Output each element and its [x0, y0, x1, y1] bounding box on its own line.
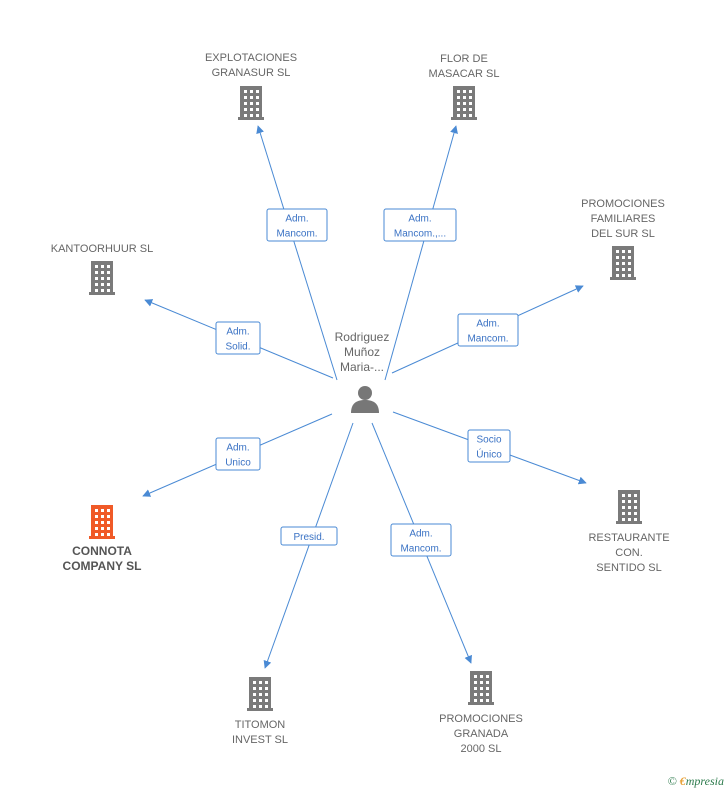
role-text: Mancom.: [467, 334, 508, 345]
role-text: Adm.: [226, 327, 249, 338]
brand-e-logo: €: [679, 774, 686, 788]
building-icon: [468, 671, 494, 705]
role-text: Adm.: [476, 319, 499, 330]
company-node-promociones-granada[interactable]: PROMOCIONES GRANADA 2000 SL: [439, 671, 523, 755]
role-badge-kantoorhuur[interactable]: Adm. Solid.: [215, 321, 261, 355]
company-name-line: FAMILIARES: [591, 213, 656, 225]
role-text: Solid.: [225, 342, 250, 353]
role-text: Adm.: [226, 443, 249, 454]
role-badge-box: [280, 526, 338, 546]
company-node-restaurante[interactable]: RESTAURANTE CON. SENTIDO SL: [588, 490, 670, 574]
role-badge-box: [383, 208, 457, 242]
company-name-line: CONNOTA: [72, 544, 132, 558]
building-icon: [616, 490, 642, 524]
center-name-line-3: Maria-...: [340, 360, 384, 374]
edge-explotaciones: [256, 125, 338, 381]
role-text: Adm.: [285, 214, 308, 225]
role-badge-promociones-granada[interactable]: Adm. Mancom.: [390, 523, 452, 557]
company-node-promociones-familiares[interactable]: PROMOCIONES FAMILIARES DEL SUR SL: [581, 198, 665, 280]
role-badge-promociones-familiares[interactable]: Adm. Mancom.: [457, 313, 519, 347]
company-name-line: DEL SUR SL: [591, 228, 655, 240]
nodes-layer: EXPLOTACIONES GRANASUR SL FLOR DE MASACAR S…: [51, 52, 670, 755]
company-name-line: GRANADA: [454, 728, 509, 740]
company-name-line: EXPLOTACIONES: [205, 52, 297, 64]
role-badge-flor[interactable]: Adm. Mancom.,...: [383, 208, 457, 242]
building-icon: [247, 677, 273, 711]
company-node-flor[interactable]: FLOR DE MASACAR SL: [429, 53, 500, 120]
role-text: Mancom.,...: [394, 229, 446, 240]
company-name-line: RESTAURANTE: [588, 532, 669, 544]
company-name-line: COMPANY SL: [63, 559, 142, 573]
role-text: Mancom.: [276, 229, 317, 240]
company-name-line: PROMOCIONES: [581, 198, 665, 210]
building-icon: [238, 86, 264, 120]
center-node[interactable]: Rodriguez Muñoz Maria-...: [335, 330, 390, 413]
role-badge-box: [457, 313, 519, 347]
role-badge-explotaciones[interactable]: Adm. Mancom.: [266, 208, 328, 242]
role-text: Socio: [476, 435, 501, 446]
building-icon: [610, 246, 636, 280]
role-text: Único: [476, 448, 502, 461]
role-badge-box: [390, 523, 452, 557]
company-name-line: 2000 SL: [461, 743, 502, 755]
company-name-line: TITOMON: [235, 719, 286, 731]
company-name-line: KANTOORHUUR SL: [51, 243, 153, 255]
role-badge-connota[interactable]: Adm. Unico: [215, 437, 261, 471]
role-text: Adm.: [408, 214, 431, 225]
role-badge-box: [266, 208, 328, 242]
role-badge-titomon[interactable]: Presid.: [280, 526, 338, 546]
edges-layer: Adm.Mancom.Adm.Mancom.,...Adm.Mancom.Adm…: [142, 125, 587, 669]
person-icon: [351, 386, 379, 413]
center-name-line-2: Muñoz: [344, 345, 380, 359]
role-text: Unico: [225, 458, 251, 469]
role-badge-box: [215, 321, 261, 355]
company-name-line: MASACAR SL: [429, 68, 500, 80]
role-badge-box: [215, 437, 261, 471]
building-icon: [89, 505, 115, 539]
company-node-titomon[interactable]: TITOMON INVEST SL: [232, 677, 288, 746]
company-name-line: SENTIDO SL: [596, 562, 661, 574]
role-text: Adm.: [409, 529, 432, 540]
empresia-brand[interactable]: © €mpresia: [668, 774, 724, 789]
company-name-line: CON.: [615, 547, 643, 559]
center-name-line-1: Rodriguez: [335, 330, 390, 344]
company-node-kantoorhuur[interactable]: KANTOORHUUR SL: [51, 243, 153, 295]
company-name-line: INVEST SL: [232, 734, 288, 746]
role-text: Presid.: [293, 532, 324, 543]
edge-flor: [384, 125, 458, 381]
building-icon: [451, 86, 477, 120]
company-name-line: FLOR DE: [440, 53, 488, 65]
role-text: Mancom.: [400, 544, 441, 555]
building-icon: [89, 261, 115, 295]
company-name-line: PROMOCIONES: [439, 713, 523, 725]
company-name-line: GRANASUR SL: [212, 67, 291, 79]
company-node-explotaciones[interactable]: EXPLOTACIONES GRANASUR SL: [205, 52, 297, 120]
copyright-symbol: ©: [667, 774, 677, 788]
brand-name: mpresia: [685, 774, 724, 788]
role-badge-box: [467, 429, 511, 463]
